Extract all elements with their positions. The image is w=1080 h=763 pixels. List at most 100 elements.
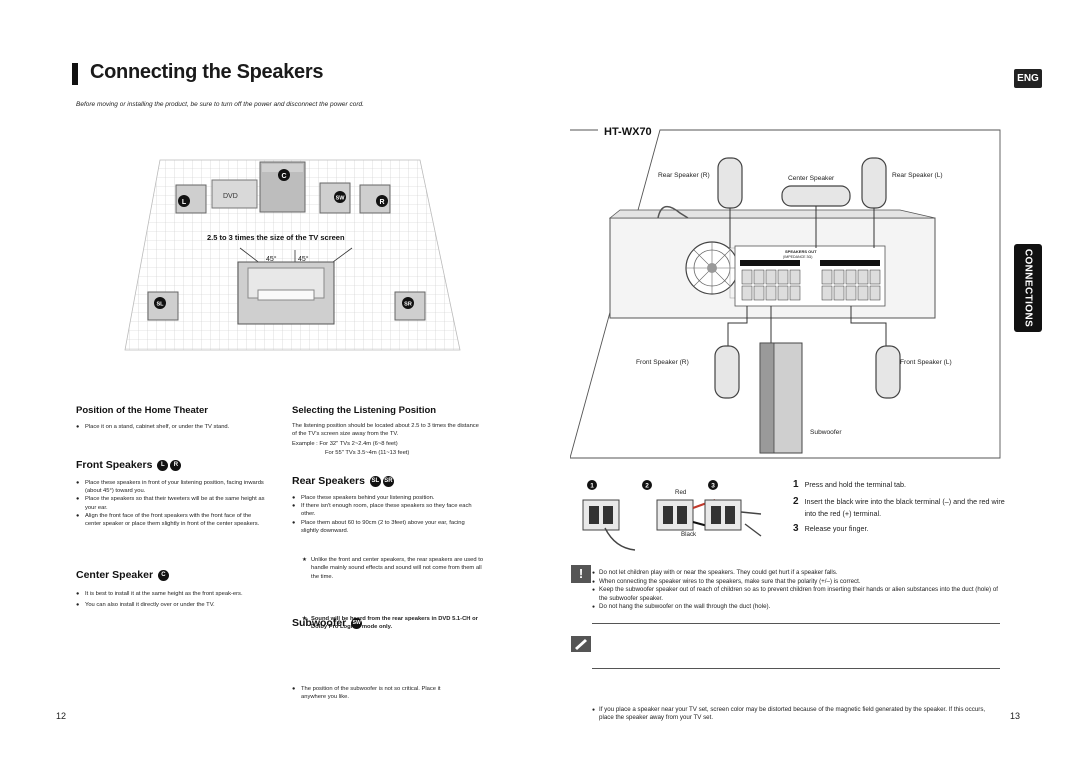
caution-item: Do not let children play with or near th… [592,569,1002,578]
step-text: Release your finger. [804,524,869,533]
home-theater-heading: Position of the Home Theater [76,405,208,416]
front-bullet: Place these speakers in front of your li… [76,479,268,495]
step-marker-1: 1 [590,483,594,490]
subwoofer-box: SW [319,182,351,214]
center-speaker-heading: Center Speaker C [76,569,169,581]
step-marker-2: 2 [645,483,649,490]
front-bullet: Place the speakers so that their tweeter… [76,495,268,511]
rear-bullet: Place them about 60 to 90cm (2 to 3feet)… [292,519,484,535]
steps-list: 1 Press and hold the terminal tab. 2 Ins… [793,479,1008,535]
step-number: 1 [793,479,799,490]
center-badge: C [157,569,169,581]
title-bar [72,63,78,85]
divider [592,623,1000,624]
right-marker: R [379,199,384,206]
front-right-speaker [714,345,740,399]
center-speaker [781,185,851,207]
rear-right-speaker [717,157,743,209]
center-bullet: It is best to install it at the same hei… [76,590,268,598]
caution-item: When connecting the speaker wires to the… [592,578,1002,587]
sl-marker: SL [156,302,164,308]
rear-left-label: Rear Speaker (L) [892,172,943,179]
section-tab [1014,244,1042,332]
caution-list: Do not let children play with or near th… [592,569,1002,612]
rear-left-badge: SL [369,475,381,487]
step-item: 2 Insert the black wire into the black t… [793,496,1008,520]
front-right-label: Front Speaker (R) [636,359,689,366]
front-right-badge: R [170,459,182,471]
rear-left-speaker-box: SL [147,291,179,321]
dvd-label: DVD [223,193,238,200]
center-speaker-box: C [259,161,306,213]
center-bullet: You can also install it directly over or… [76,601,268,609]
sw-marker: SW [336,196,346,202]
front-speakers-heading-text: Front Speakers [76,459,153,471]
caution-icon: ! [571,565,591,583]
rear-right-badge: SR [382,475,394,487]
listening-position-text: The listening position should be located… [292,423,479,438]
step-text: Insert the black wire into the black ter… [804,497,1005,518]
rear-right-label: Rear Speaker (R) [658,172,710,179]
center-label: Center Speaker [788,175,835,182]
panel-title: SPEAKERS OUT [785,249,817,254]
step-marker-3: 3 [711,483,715,490]
language-tab: ENG [1014,69,1042,88]
dvd-player: DVD [211,179,258,209]
page-number-left: 12 [56,711,67,721]
intro-text: Before moving or installing the product,… [76,101,364,108]
sr-marker: SR [404,302,412,308]
page-number-right: 13 [1010,711,1021,721]
front-left-badge: L [157,459,169,471]
subwoofer-heading-text: Subwoofer [292,617,347,629]
subwoofer-label: Subwoofer [810,429,842,436]
divider [592,668,1000,669]
step-1-illustration: 1 [582,480,636,551]
subwoofer [759,342,803,454]
front-left-label: Front Speaker (L) [900,359,952,366]
front-right-speaker-box: R [359,184,391,214]
terminal-steps-illustration: 1 2 Red Black 3 [582,480,762,551]
rear-left-speaker [861,157,887,209]
angle-right: 45° [298,255,309,263]
step-number: 2 [793,496,799,507]
subwoofer-badge: SW [351,617,363,629]
section-tab-label: CONNECTIONS [1022,248,1034,328]
model-name: HT-WX70 [604,126,652,138]
angle-left: 45° [266,255,277,263]
subwoofer-heading: Subwoofer SW [292,617,363,629]
wiring-diagram: HT-WX70 Rear Speaker (R) Center Speaker … [570,126,1001,459]
note-text: If you place a speaker near your TV set,… [592,706,1000,723]
distance-label: 2.5 to 3 times the size of the TV screen [207,233,345,242]
caution-item: Do not hang the subwoofer on the wall th… [592,603,1002,612]
caution-item: Keep the subwoofer speaker out of reach … [592,586,1002,603]
center-speaker-bullets: It is best to install it at the same hei… [76,590,268,610]
rear-bullet: If there isn't enough room, place these … [292,502,484,518]
step-item: 3 Release your finger. [793,523,1008,535]
main-unit: SPEAKERS OUT (IMPEDANCE 3Ω) [608,205,936,319]
center-speaker-heading-text: Center Speaker [76,569,154,581]
listening-example-1: Example : For 32" TVs 2~2.4m (6~8 feet) [292,441,398,447]
rear-speakers-heading-text: Rear Speakers [292,475,365,487]
listening-position-heading: Selecting the Listening Position [292,405,437,416]
rear-speakers-bullets: Place these speakers behind your listeni… [292,494,484,535]
listening-example-2: For 55" TVs 3.5~4m (11~13 feet) [325,450,410,456]
left-marker: L [182,199,187,206]
rear-note-1: Unlike the front and center speakers, th… [302,556,484,581]
red-wire-label: Red [675,489,687,496]
step-text: Press and hold the terminal tab. [804,480,907,489]
front-speakers-bullets: Place these speakers in front of your li… [76,479,268,528]
page-title: Connecting the Speakers [90,61,324,83]
listening-seat [237,261,335,325]
step-number: 3 [793,523,799,534]
room-layout-diagram: DVD C L SW R 2.5 to 3 times the size of … [124,159,461,351]
rear-right-speaker-box: SR [394,291,426,321]
home-theater-bullet: Place it on a stand, cabinet shelf, or u… [76,423,276,431]
front-bullet: Align the front face of the front speake… [76,512,268,528]
step-item: 1 Press and hold the terminal tab. [793,479,1008,491]
black-wire-label: Black [681,531,697,538]
panel-subtitle: (IMPEDANCE 3Ω) [783,255,812,259]
rear-bullet: Place these speakers behind your listeni… [292,494,484,502]
note-icon [571,636,591,652]
